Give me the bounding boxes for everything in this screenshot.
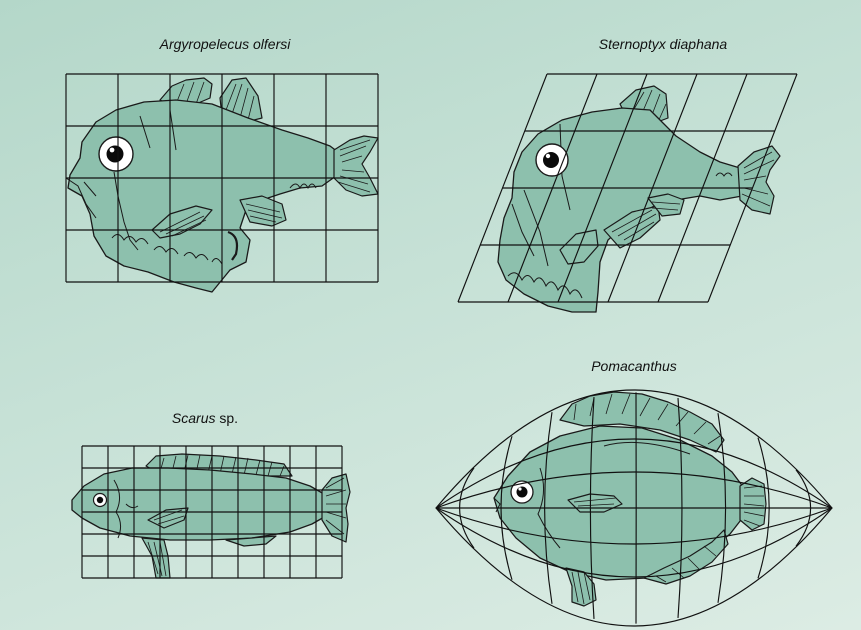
scarus-grid (82, 446, 342, 578)
argyropelecus-pupil (107, 146, 124, 163)
sternoptyx-panel (458, 74, 797, 312)
scarus-fish (72, 454, 350, 578)
scarus-panel (72, 446, 350, 578)
argyropelecus-panel (66, 74, 378, 292)
scarus-pupil (97, 497, 103, 503)
sternoptyx-pupil (543, 152, 559, 168)
scarus-pelvic-fin (142, 538, 170, 578)
sternoptyx-fish (498, 86, 780, 312)
argyropelecus-body (68, 100, 338, 292)
argyropelecus-ventral-fin (240, 196, 286, 226)
scarus-tail (322, 474, 350, 542)
pomacanthus-tail (740, 478, 766, 530)
pomacanthus-pupil (517, 487, 528, 498)
pomacanthus-panel (436, 390, 832, 626)
scarus-body (72, 468, 326, 540)
